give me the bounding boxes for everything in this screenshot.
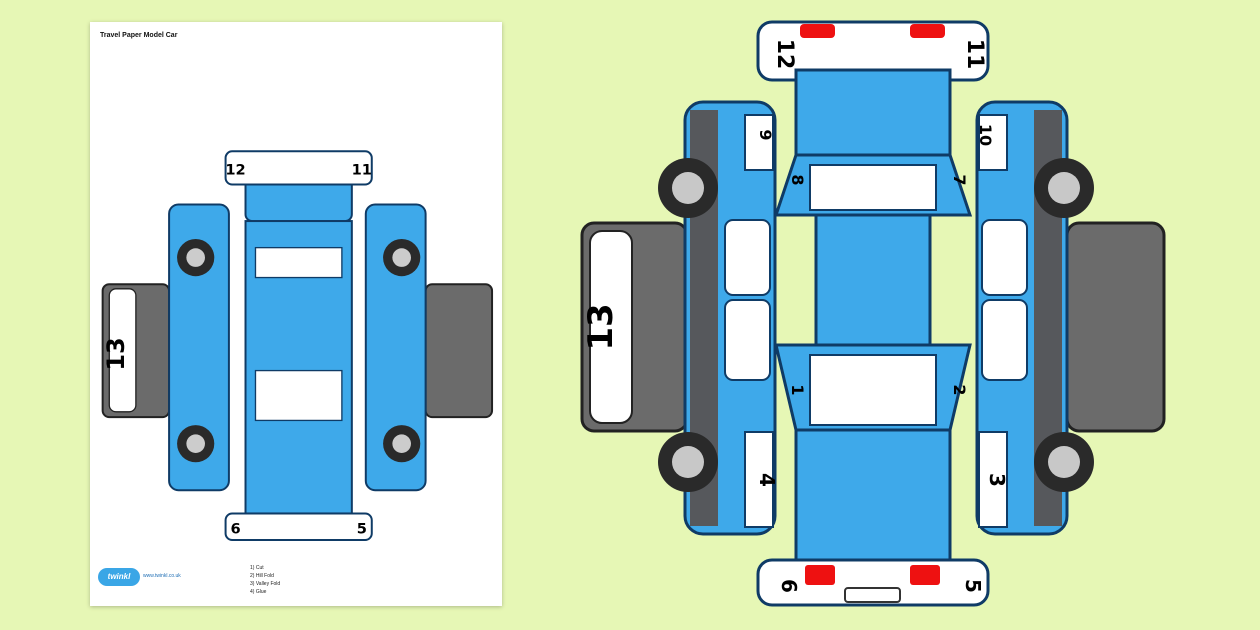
centre-body — [756, 20, 990, 607]
right-flap — [1065, 221, 1166, 433]
twinkl-logo: twinkl — [98, 568, 140, 586]
printable-sheet: Travel Paper Model Car 13 12 11 6 5 twin… — [90, 22, 502, 606]
label-4: 4 — [755, 473, 779, 487]
label-9: 9 — [756, 129, 775, 140]
legend-glue: 4) Glue — [250, 589, 267, 595]
legend-hill-fold: 2) Hill Fold — [250, 573, 274, 579]
small-net-group: 13 12 11 6 5 — [101, 150, 494, 542]
label-6: 6 — [777, 579, 801, 593]
small-label-11: 11 — [352, 162, 372, 179]
label-11: 11 — [962, 39, 987, 70]
label-13: 13 — [581, 303, 621, 350]
small-label-6: 6 — [230, 520, 240, 537]
label-8: 8 — [788, 174, 807, 185]
label-1: 1 — [788, 384, 807, 395]
label-2: 2 — [950, 384, 969, 395]
right-side-panel — [975, 100, 1094, 536]
small-car-net: 13 12 11 6 5 — [101, 150, 494, 542]
label-7: 7 — [950, 174, 969, 185]
left-side-panel — [658, 100, 777, 536]
label-3: 3 — [985, 473, 1009, 487]
label-12: 12 — [772, 39, 797, 70]
small-label-5: 5 — [357, 520, 367, 537]
sheet-url: www.twinkl.co.uk — [143, 573, 181, 579]
small-label-12: 12 — [225, 162, 245, 179]
left-flap-13 — [580, 221, 689, 433]
label-5: 5 — [961, 579, 985, 593]
sheet-title: Travel Paper Model Car — [100, 32, 178, 39]
fold-legend: 1) Cut 2) Hill Fold 3) Valley Fold 4) Gl… — [250, 564, 280, 596]
label-10: 10 — [976, 124, 995, 146]
small-label-13: 13 — [102, 337, 130, 370]
large-car-net: 13 12 11 9 10 8 7 1 2 4 3 6 5 — [580, 20, 1166, 607]
legend-valley-fold: 3) Valley Fold — [250, 581, 281, 587]
legend-cut: 1) Cut — [250, 565, 264, 571]
